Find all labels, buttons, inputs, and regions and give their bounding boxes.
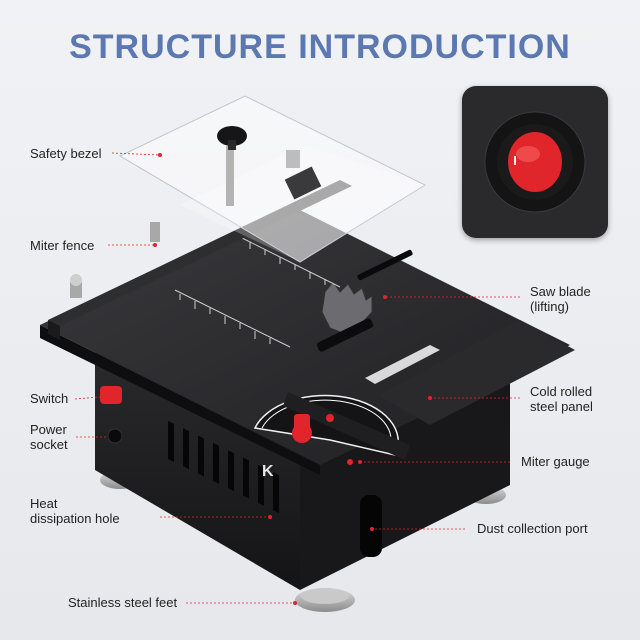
page-title: STRUCTURE INTRODUCTION <box>69 28 571 66</box>
ruler-top <box>241 237 341 288</box>
label-saw-blade-line1: Saw blade <box>530 284 591 299</box>
switch-rocker <box>100 386 122 404</box>
cold-rolled-panel <box>378 320 575 425</box>
dust-port <box>360 495 382 557</box>
switch-closeup-inset: I <box>462 86 608 238</box>
label-heat-line2: dissipation hole <box>30 511 120 526</box>
label-miter-gauge: Miter gauge <box>521 454 590 469</box>
miter-gauge <box>253 392 410 465</box>
label-cold-rolled-line2: steel panel <box>530 399 593 414</box>
brand-logo: K <box>262 463 274 480</box>
saw-blade <box>316 281 374 352</box>
label-saw-blade-line2: (lifting) <box>530 299 570 314</box>
label-cold-rolled-line1: Cold rolled <box>530 384 593 399</box>
ruler-left <box>174 289 291 348</box>
label-heat-line1: Heat <box>30 496 58 511</box>
label-power-socket-line1: Power <box>30 422 67 437</box>
label-safety-bezel: Safety bezel <box>30 146 102 161</box>
safety-bezel <box>118 95 427 263</box>
heat-dissipation-holes <box>168 420 279 514</box>
label-dust-port: Dust collection port <box>477 521 588 536</box>
label-power-socket-line2: socket <box>30 437 68 452</box>
label-switch: Switch <box>30 391 69 406</box>
body-left-side <box>95 340 300 590</box>
label-miter-fence: Miter fence <box>30 238 95 253</box>
switch-on-mark: I <box>513 153 517 168</box>
miter-fence <box>48 180 352 340</box>
switch-closeup-graphic <box>484 111 586 213</box>
label-feet: Stainless steel feet <box>68 595 178 610</box>
leader-lines <box>74 152 520 604</box>
power-socket <box>107 428 123 444</box>
